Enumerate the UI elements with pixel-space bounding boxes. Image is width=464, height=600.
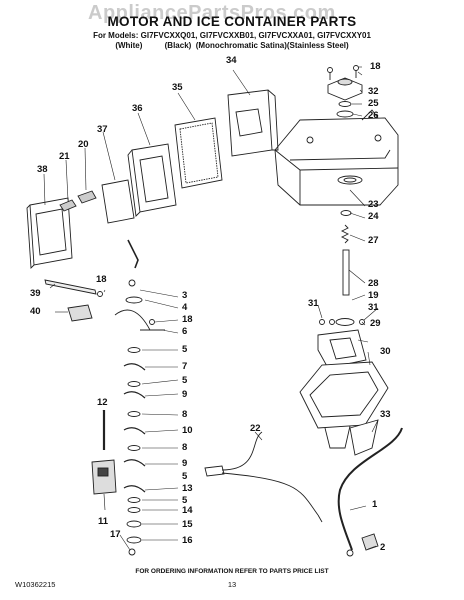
callout-23: 23	[368, 199, 379, 210]
motor-29	[317, 318, 367, 369]
callout-9a: 9	[182, 389, 188, 400]
callout-38: 38	[37, 164, 48, 175]
watermark-text: AppliancePartsPros.com	[88, 2, 336, 24]
callout-8b: 8	[182, 442, 188, 453]
callout-6: 6	[182, 326, 188, 337]
block-40	[67, 304, 93, 322]
switch-11	[91, 459, 117, 495]
callout-19: 19	[368, 290, 379, 301]
door-frame-36	[127, 143, 177, 217]
fitting-2	[361, 533, 379, 551]
ordering-note: FOR ORDERING INFORMATION REFER TO PARTS …	[135, 568, 329, 575]
callout-30: 30	[380, 346, 391, 357]
callout-18: 18	[370, 61, 381, 72]
wire-harness-22	[204, 431, 323, 523]
hinge-21	[59, 199, 77, 212]
callout-32: 32	[368, 86, 379, 97]
callout-15: 15	[182, 519, 193, 530]
callout-12: 12	[97, 397, 108, 408]
callout-31-right: 31	[368, 302, 379, 313]
callout-18-left: 18	[96, 274, 107, 285]
callout-16: 16	[182, 535, 193, 546]
callout-13: 13	[182, 483, 193, 494]
callout-35: 35	[172, 82, 183, 93]
callout-24: 24	[368, 211, 379, 222]
tube-1	[337, 427, 403, 551]
callout-39: 39	[30, 288, 41, 299]
callout-14: 14	[182, 505, 193, 516]
screw-18-left	[97, 291, 103, 297]
callout-27: 27	[368, 235, 379, 246]
bushing-24	[340, 210, 352, 216]
top-mount-32	[327, 65, 363, 118]
document-number: W10362215	[15, 580, 56, 589]
callout-8a: 8	[182, 409, 188, 420]
callout-33: 33	[380, 409, 391, 420]
callout-25: 25	[368, 98, 379, 109]
callout-21: 21	[59, 151, 70, 162]
outer-door-38	[26, 197, 73, 270]
back-panel-34	[227, 89, 279, 157]
callout-17: 17	[110, 529, 121, 540]
chute-33	[349, 419, 379, 456]
callout-22: 22	[250, 423, 261, 434]
callout-5a: 5	[182, 344, 188, 355]
shaft-28	[342, 249, 350, 296]
callout-20: 20	[78, 139, 89, 150]
callout-36: 36	[132, 103, 143, 114]
callout-2: 2	[380, 542, 386, 553]
callout-5b: 5	[182, 375, 188, 386]
color-variants: (White) (Black) (Monochromatic Satina)(S…	[115, 41, 349, 50]
spring-27	[340, 224, 350, 244]
callout-1: 1	[372, 499, 378, 510]
rod-39	[44, 279, 97, 295]
callout-7: 7	[182, 361, 188, 372]
diagram-title: MOTOR AND ICE CONTAINER PARTS	[107, 14, 357, 29]
callout-9b: 9	[182, 458, 188, 469]
callout-4: 4	[182, 302, 188, 313]
auger-stack	[114, 239, 165, 556]
callout-18-mid: 18	[182, 314, 193, 325]
callout-10: 10	[182, 425, 193, 436]
callout-5d: 5	[182, 495, 188, 506]
callout-29: 29	[370, 318, 381, 329]
page-number: 13	[227, 580, 237, 589]
ice-bin-housing	[274, 109, 399, 206]
callout-34: 34	[226, 55, 237, 66]
gasket-35	[174, 117, 223, 189]
callout-11: 11	[98, 516, 109, 527]
model-list: For Models: GI7FVCXXQ01, GI7FVCXXB01, GI…	[93, 31, 371, 40]
callout-40: 40	[30, 306, 41, 317]
callout-28: 28	[368, 278, 379, 289]
callout-37: 37	[97, 124, 108, 135]
flap-37	[101, 179, 135, 224]
leader-lines	[43, 66, 379, 551]
callout-31-left: 31	[308, 298, 319, 309]
callout-3: 3	[182, 290, 188, 301]
callout-5c: 5	[182, 471, 188, 482]
housing-30	[299, 361, 389, 449]
bracket-20	[77, 190, 97, 204]
callout-26: 26	[368, 110, 379, 121]
